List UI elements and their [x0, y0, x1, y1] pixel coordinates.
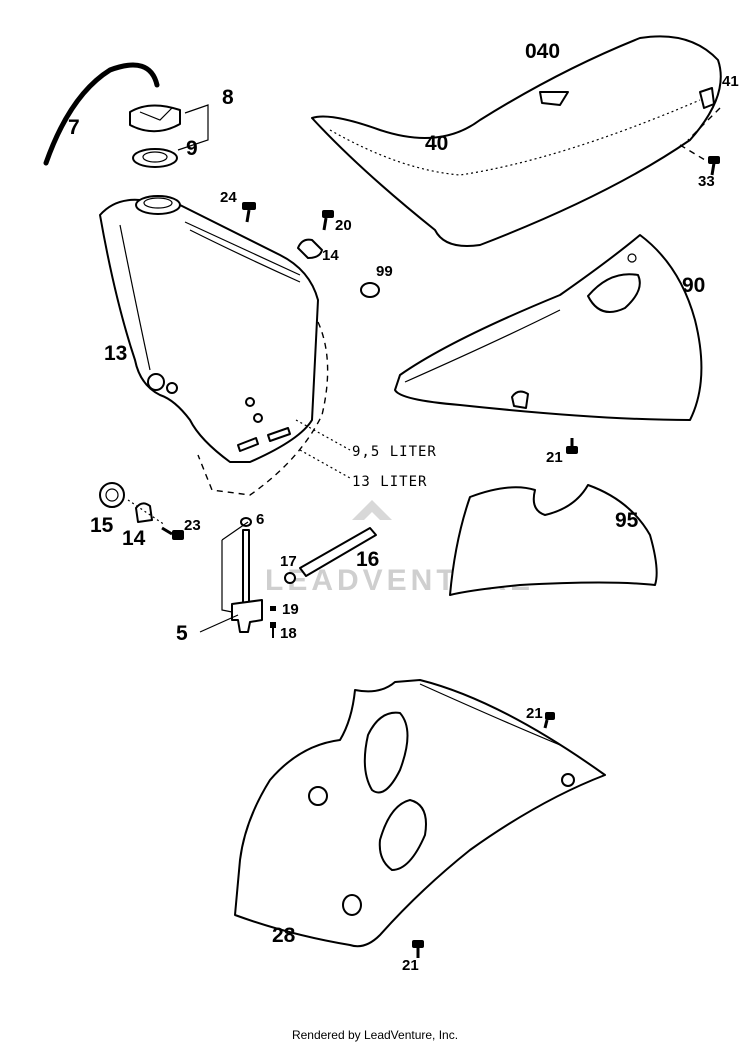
bolt-21c [412, 940, 424, 958]
label-17: 17 [280, 553, 297, 570]
footer-credit: Rendered by LeadVenture, Inc. [291, 1028, 459, 1042]
label-99: 99 [376, 263, 393, 280]
vent-hose [43, 62, 160, 166]
oring-6 [240, 517, 252, 527]
label-040: 040 [525, 40, 560, 63]
label-20: 20 [335, 217, 352, 234]
leader-8-9 [177, 104, 209, 151]
cap-gasket [132, 148, 178, 168]
label-14b: 14 [122, 527, 146, 550]
label-8: 8 [222, 86, 234, 109]
rubber-15 [99, 482, 125, 508]
label-15: 15 [90, 514, 114, 537]
leader-13-liter [299, 449, 351, 479]
fuel-cap [129, 104, 181, 133]
leader-95-liter [295, 419, 351, 451]
leader-6 [221, 521, 249, 541]
bolt-24 [242, 202, 256, 223]
label-41: 41 [722, 73, 739, 90]
label-18: 18 [280, 625, 297, 642]
label-90: 90 [682, 274, 705, 297]
bolt-23 [161, 526, 184, 540]
label-9-5-liter: 9,5 LITER [352, 444, 437, 460]
label-21c: 21 [402, 957, 419, 974]
grommet-14a [297, 238, 323, 259]
leader-41-33 [679, 107, 721, 161]
label-5: 5 [176, 622, 188, 645]
bolt-33 [708, 156, 720, 176]
grommet-14b [135, 502, 153, 523]
seat-bracket [699, 87, 715, 109]
label-16: 16 [356, 548, 379, 571]
label-28: 28 [272, 924, 296, 947]
bolt-21b [543, 712, 555, 729]
leader-5 [199, 614, 239, 633]
label-40: 40 [425, 132, 448, 155]
label-14a: 14 [322, 247, 339, 264]
washer-19 [270, 606, 276, 611]
label-21a: 21 [546, 449, 563, 466]
fuel-tank [99, 195, 329, 496]
bolt-20 [322, 210, 334, 231]
label-24: 24 [220, 189, 237, 206]
bolt-21a [566, 438, 578, 454]
label-33: 33 [698, 173, 715, 190]
plate-95 [449, 484, 658, 596]
hose-16 [299, 527, 377, 577]
side-panel-90 [394, 234, 703, 421]
label-13-liter: 13 LITER [352, 474, 427, 490]
screw-18 [270, 622, 276, 638]
seat [311, 35, 722, 247]
fuel-tap [221, 529, 263, 633]
label-6: 6 [256, 511, 264, 528]
shroud-28 [234, 679, 606, 948]
label-21b: 21 [526, 705, 543, 722]
plug-99 [360, 282, 380, 298]
clamp-17 [284, 572, 296, 584]
label-9: 9 [186, 137, 198, 160]
label-13: 13 [104, 342, 127, 365]
label-19: 19 [282, 601, 299, 618]
label-7: 7 [68, 116, 80, 139]
label-23: 23 [184, 517, 201, 534]
label-95: 95 [615, 509, 639, 532]
